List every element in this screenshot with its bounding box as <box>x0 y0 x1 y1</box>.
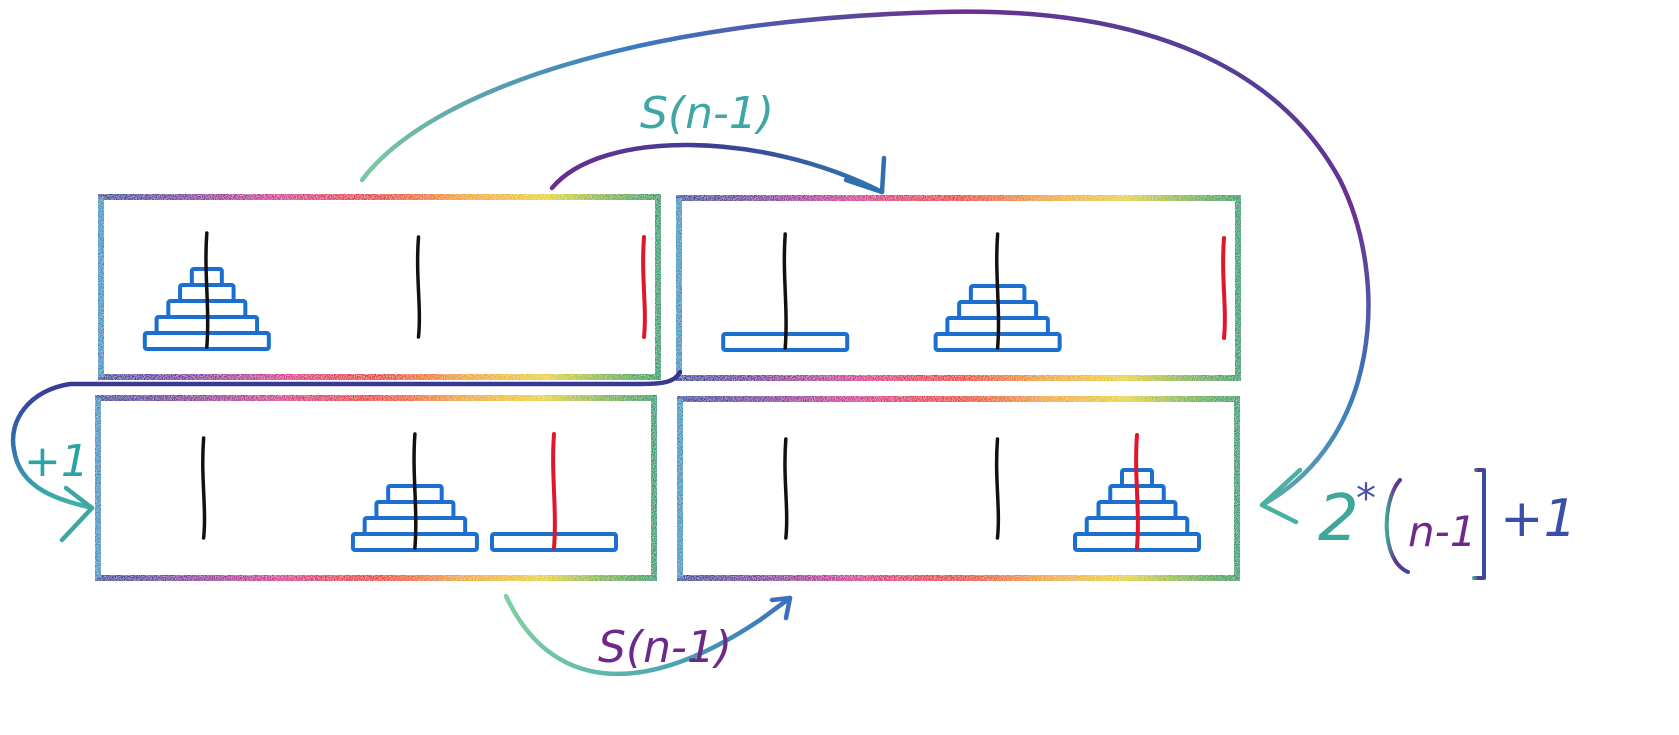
panel-final <box>783 433 1201 552</box>
big-arc-arrow <box>359 9 1371 525</box>
peg-3 <box>641 235 647 339</box>
formula-star: * <box>1356 476 1376 522</box>
peg-1 <box>783 437 789 540</box>
peg-2 <box>994 437 1001 540</box>
bottom-arc-arrow <box>503 593 793 676</box>
panel-frames <box>95 194 1241 581</box>
formula-two: 2 <box>1318 482 1359 556</box>
towers <box>142 231 1227 552</box>
peg-1 <box>204 231 210 349</box>
panel-start-frame <box>98 194 661 380</box>
arrows <box>10 9 1486 676</box>
formula-tail: +1 <box>1500 489 1577 549</box>
peg-1 <box>782 232 788 350</box>
bottom-arrow-label: S(n-1) <box>598 622 732 673</box>
panel-after-largest-move <box>201 432 618 552</box>
panel-start <box>142 231 647 351</box>
left-arrow-label: +1 <box>24 436 89 487</box>
formula-paren-content: n-1 <box>1408 507 1477 556</box>
peg-2 <box>415 235 422 339</box>
connector-line <box>10 369 683 543</box>
peg-1 <box>201 436 207 540</box>
panel-after-largest-move-frame <box>95 395 657 581</box>
peg-2 <box>412 432 418 550</box>
peg-3 <box>1221 236 1227 340</box>
labels: S(n-1) S(n-1) +1 2 * n-1 +1 <box>24 88 1577 673</box>
peg-2 <box>995 232 1001 350</box>
formula-brackets <box>1384 468 1486 580</box>
top-arc-arrow <box>549 142 887 195</box>
top-arrow-label: S(n-1) <box>640 88 774 139</box>
peg-3 <box>551 432 557 550</box>
panel-final-frame <box>677 396 1240 581</box>
panel-after-first-move-frame <box>676 195 1241 381</box>
panel-after-first-move <box>721 232 1227 352</box>
peg-3 <box>1134 433 1140 550</box>
